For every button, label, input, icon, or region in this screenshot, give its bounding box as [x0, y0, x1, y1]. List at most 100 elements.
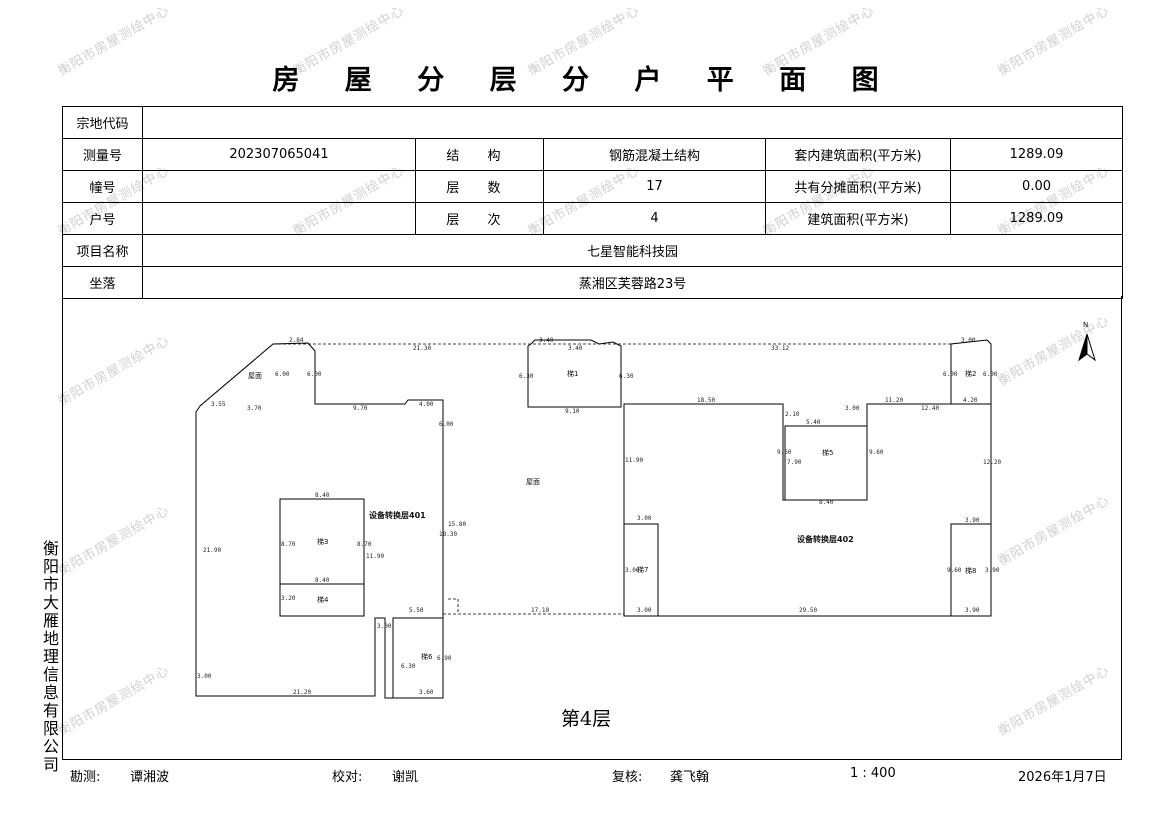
dim-label: 21.30	[413, 345, 431, 352]
dim-label: 3.90	[965, 517, 980, 524]
stair-4-label: 梯4	[317, 595, 329, 604]
checker-label: 校对:	[332, 770, 363, 785]
floors-label: 层 数	[415, 170, 544, 203]
dim-label: 3.40	[539, 337, 554, 344]
stair-1-label: 梯1	[567, 369, 578, 378]
stair-6-label: 梯6	[421, 652, 433, 661]
scale: 1 : 400	[850, 766, 896, 781]
dim-label: 3.00	[637, 515, 652, 522]
shared-area-label: 共有分摊面积(平方米)	[765, 170, 951, 203]
survey-no-label: 测量号	[62, 138, 143, 171]
dim-label: 6.00	[275, 371, 290, 378]
floor-plan-drawing: N 设备转换层401 设备转换层402 屋面 屋面 梯1 梯2 梯3 梯4 梯5…	[195, 321, 1096, 699]
dim-label: 3.00	[625, 567, 640, 574]
reviewer-label: 复核:	[612, 770, 643, 785]
info-table: 宗地代码 测量号 202307065041 结 构 钢筋混凝土结构 套内建筑面积…	[62, 106, 1124, 299]
dim-label: 3.00	[961, 337, 976, 344]
checker-name: 谢凯	[392, 770, 419, 785]
north-arrow: N	[1078, 321, 1096, 362]
inner-area-label: 套内建筑面积(平方米)	[765, 138, 951, 171]
dim-label: 29.50	[799, 607, 817, 614]
floor-level-label: 层 次	[415, 202, 544, 235]
stair-8-outline	[950, 523, 992, 617]
dim-label: 4.20	[963, 397, 978, 404]
dim-label: 11.20	[885, 397, 903, 404]
dim-label: 9.70	[353, 405, 368, 412]
dim-label: 17.10	[531, 607, 549, 614]
stair-7-outline	[623, 523, 659, 617]
building-label: 幢号	[62, 170, 143, 203]
unit-402-label: 设备转换层402	[797, 534, 854, 544]
dim-label: 6.30	[619, 373, 634, 380]
dim-label: 18.50	[697, 397, 715, 404]
surveyor-label: 勘测:	[70, 770, 101, 785]
floor-plan-frame: N 设备转换层401 设备转换层402 屋面 屋面 梯1 梯2 梯3 梯4 梯5…	[62, 296, 1122, 760]
dim-label: 7.90	[787, 459, 802, 466]
project-value: 七星智能科技园	[141, 234, 1124, 267]
dim-label: 21.20	[293, 689, 311, 696]
roof-label: 屋面	[248, 372, 262, 380]
stair-6-outline	[392, 617, 444, 699]
dim-label: 3.55	[211, 401, 226, 408]
roof-label: 屋面	[526, 478, 540, 486]
dim-label: 3.00	[637, 607, 652, 614]
reviewer-name: 龚飞翰	[670, 770, 710, 785]
dim-label: 3.40	[568, 345, 583, 352]
dim-label: 6.00	[439, 421, 454, 428]
dim-label: 3.90	[985, 567, 1000, 574]
stair-2-label: 梯2	[965, 369, 976, 378]
total-area-label: 建筑面积(平方米)	[765, 202, 951, 235]
stair-7-label: 梯7	[637, 565, 648, 574]
dim-label: 6.00	[983, 371, 998, 378]
dim-label: 8.70	[281, 541, 296, 548]
stair-2-outline	[950, 344, 991, 405]
address-label: 坐落	[62, 266, 143, 299]
north-label: N	[1083, 321, 1088, 329]
dim-label: 3.20	[281, 595, 296, 602]
dim-label: 6.00	[307, 371, 322, 378]
stair-4-outline	[279, 583, 365, 617]
dim-label: 6.90	[437, 655, 452, 662]
dim-label: 8.40	[315, 492, 330, 499]
unit-value	[142, 202, 416, 235]
dim-label: 9.10	[565, 408, 580, 415]
dim-label: 8.40	[315, 577, 330, 584]
total-area-value: 1289.09	[949, 202, 1124, 235]
structure-label: 结 构	[415, 138, 544, 171]
dim-label: 4.00	[419, 401, 434, 408]
floors-value: 17	[543, 170, 766, 203]
date: 2026年1月7日	[1018, 770, 1107, 785]
dim-label: 8.40	[819, 499, 834, 506]
company-name: 衡阳市大雁地理信息有限公司	[42, 539, 59, 774]
stair-1-outline	[527, 339, 622, 408]
stair-5-label: 梯5	[822, 448, 833, 457]
dim-label: 3.00	[197, 673, 212, 680]
dim-label: 3.60	[419, 689, 434, 696]
unit-402-outline	[623, 339, 992, 617]
dim-label: 5.40	[806, 419, 821, 426]
dim-label: 6.30	[401, 663, 416, 670]
dim-label: 2.10	[785, 411, 800, 418]
dim-label: 2.84	[289, 337, 304, 344]
unit-label: 户号	[62, 202, 143, 235]
dim-label: 6.30	[519, 373, 534, 380]
dim-label: 9.60	[947, 567, 962, 574]
dim-label: 11.90	[625, 457, 643, 464]
dim-label: 11.90	[366, 553, 384, 560]
dim-label: 21.90	[203, 547, 221, 554]
roof-boundary	[199, 343, 951, 615]
stair-8-label: 梯8	[965, 566, 976, 575]
dim-label: 18.30	[439, 531, 457, 538]
unit-401-label: 设备转换层401	[369, 510, 426, 520]
dim-label: 8.70	[357, 541, 372, 548]
dim-label: 3.00	[845, 405, 860, 412]
dim-label: 3.00	[377, 623, 392, 630]
parcel-code-value	[141, 106, 1124, 139]
structure-value: 钢筋混凝土结构	[543, 138, 766, 171]
dim-label: 33.12	[771, 345, 789, 352]
surveyor-name: 谭湘波	[130, 770, 170, 785]
stair-3-label: 梯3	[317, 537, 328, 546]
dim-label: 6.00	[943, 371, 958, 378]
survey-no-value: 202307065041	[142, 138, 416, 171]
shared-area-value: 0.00	[949, 170, 1124, 203]
